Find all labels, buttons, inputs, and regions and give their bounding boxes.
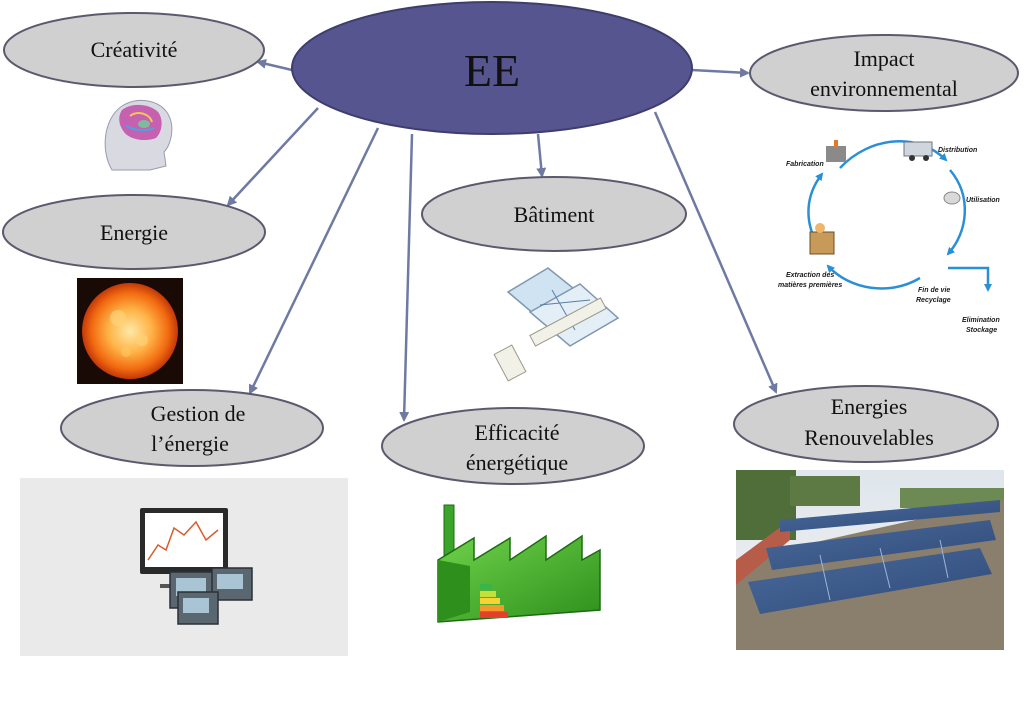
node-energie-label: Energie — [100, 220, 168, 245]
energy-monitor-image — [20, 478, 348, 656]
center-label: EE — [464, 45, 520, 96]
arrow-to-creativite — [256, 58, 293, 72]
sun-image — [77, 278, 183, 384]
node-impact: Impact environnemental — [749, 34, 1019, 112]
arrow-to-impact — [691, 67, 750, 78]
node-impact-line1: Impact — [853, 46, 914, 71]
arrow-to-gestion — [248, 127, 380, 395]
brain-head-icon — [104, 99, 173, 171]
lifecycle-diagram: Fabrication Distribution Utilisation Ext… — [778, 140, 1000, 334]
lifecycle-fabrication: Fabrication — [786, 161, 824, 168]
node-efficacite-line2: énergétique — [466, 450, 568, 475]
lifecycle-fin-line1: Fin de vie — [918, 287, 950, 294]
center-node: EE — [291, 1, 693, 135]
lifecycle-extraction-line2: matières premières — [778, 282, 842, 289]
node-efficacite-line1: Efficacité — [474, 420, 559, 445]
node-renouvelables-line1: Energies — [831, 394, 908, 419]
lifecycle-distribution: Distribution — [938, 147, 977, 154]
lifecycle-extraction-line1: Extraction des — [786, 272, 834, 279]
arrow-to-renouvelables — [653, 111, 778, 394]
blueprint-icon — [493, 267, 620, 382]
green-factory-icon — [437, 504, 601, 623]
usage-icon — [943, 191, 961, 205]
node-creativite-label: Créativité — [91, 37, 178, 62]
node-renouvelables: Energies Renouvelables — [733, 385, 999, 463]
node-gestion-line2: l’énergie — [151, 431, 229, 456]
arrow-to-batiment — [536, 133, 547, 178]
lifecycle-utilisation: Utilisation — [966, 197, 1000, 204]
factory-icon — [826, 146, 846, 162]
connector-arrows — [226, 58, 778, 422]
lifecycle-fin-line2: Recyclage — [916, 297, 951, 304]
node-gestion-line1: Gestion de — [151, 401, 246, 426]
node-creativite: Créativité — [3, 12, 265, 88]
node-impact-line2: environnemental — [810, 76, 958, 101]
truck-icon — [903, 141, 933, 157]
arrow-to-energie — [226, 107, 319, 207]
solar-panels-photo — [736, 470, 1004, 650]
node-batiment-label: Bâtiment — [514, 202, 595, 227]
node-batiment: Bâtiment — [421, 176, 687, 252]
node-energie: Energie — [2, 194, 266, 270]
lifecycle-elim-line2: Stockage — [966, 327, 997, 334]
arrow-to-efficacite — [399, 133, 414, 422]
node-gestion: Gestion de l’énergie — [60, 389, 324, 467]
lifecycle-elim-line1: Elimination — [962, 317, 1000, 324]
extraction-icon — [809, 231, 835, 255]
node-renouvelables-line2: Renouvelables — [804, 425, 934, 450]
node-efficacite: Efficacité énergétique — [381, 407, 645, 485]
